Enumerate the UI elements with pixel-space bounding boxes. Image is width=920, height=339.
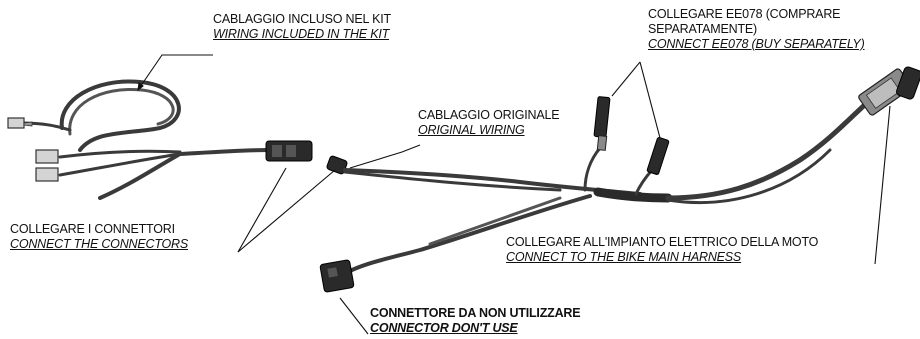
unused-connector-label: CONNETTORE DA NON UTILIZZARE CONNECTOR D… xyxy=(370,306,581,336)
kit-connector xyxy=(265,140,313,162)
kit-wiring-harness xyxy=(18,79,270,200)
bike-harness-label-it: COLLEGARE ALL'IMPIANTO ELETTRICO DELLA M… xyxy=(506,235,819,249)
original-wiring-harness xyxy=(319,66,920,293)
connect-connectors-label: COLLEGARE I CONNETTORI CONNECT THE CONNE… xyxy=(10,222,188,252)
original-wiring-label-en: ORIGINAL WIRING xyxy=(418,123,525,137)
bike-harness-label: COLLEGARE ALL'IMPIANTO ELETTRICO DELLA M… xyxy=(506,235,818,265)
leader-lines xyxy=(137,54,891,335)
spade-terminals xyxy=(7,117,59,182)
original-wiring-label-it: CABLAGGIO ORIGINALE xyxy=(418,108,560,122)
wiring-kit-label: CABLAGGIO INCLUSO NEL KIT WIRING INCLUDE… xyxy=(213,12,391,42)
bike-harness-label-en: CONNECT TO THE BIKE MAIN HARNESS xyxy=(506,250,742,264)
wiring-kit-label-en: WIRING INCLUDED IN THE KIT xyxy=(213,27,390,41)
connect-connectors-label-en: CONNECT THE CONNECTORS xyxy=(10,237,189,251)
original-wiring-label: CABLAGGIO ORIGINALE ORIGINAL WIRING xyxy=(418,108,560,138)
unused-connector-label-it: CONNETTORE DA NON UTILIZZARE xyxy=(370,306,581,320)
unused-connector-label-en: CONNECTOR DON'T USE xyxy=(370,321,518,335)
wiring-kit-label-it: CABLAGGIO INCLUSO NEL KIT xyxy=(213,12,391,26)
connect-ee078-label: COLLEGARE EE078 (COMPRARE SEPARATAMENTE)… xyxy=(648,7,865,52)
connect-connectors-label-it: COLLEGARE I CONNETTORI xyxy=(10,222,175,236)
connect-ee078-label-en: CONNECT EE078 (BUY SEPARATELY) xyxy=(648,37,865,51)
connect-ee078-label-it-2: SEPARATAMENTE) xyxy=(648,22,758,36)
connect-ee078-label-it-1: COLLEGARE EE078 (COMPRARE xyxy=(648,7,841,21)
